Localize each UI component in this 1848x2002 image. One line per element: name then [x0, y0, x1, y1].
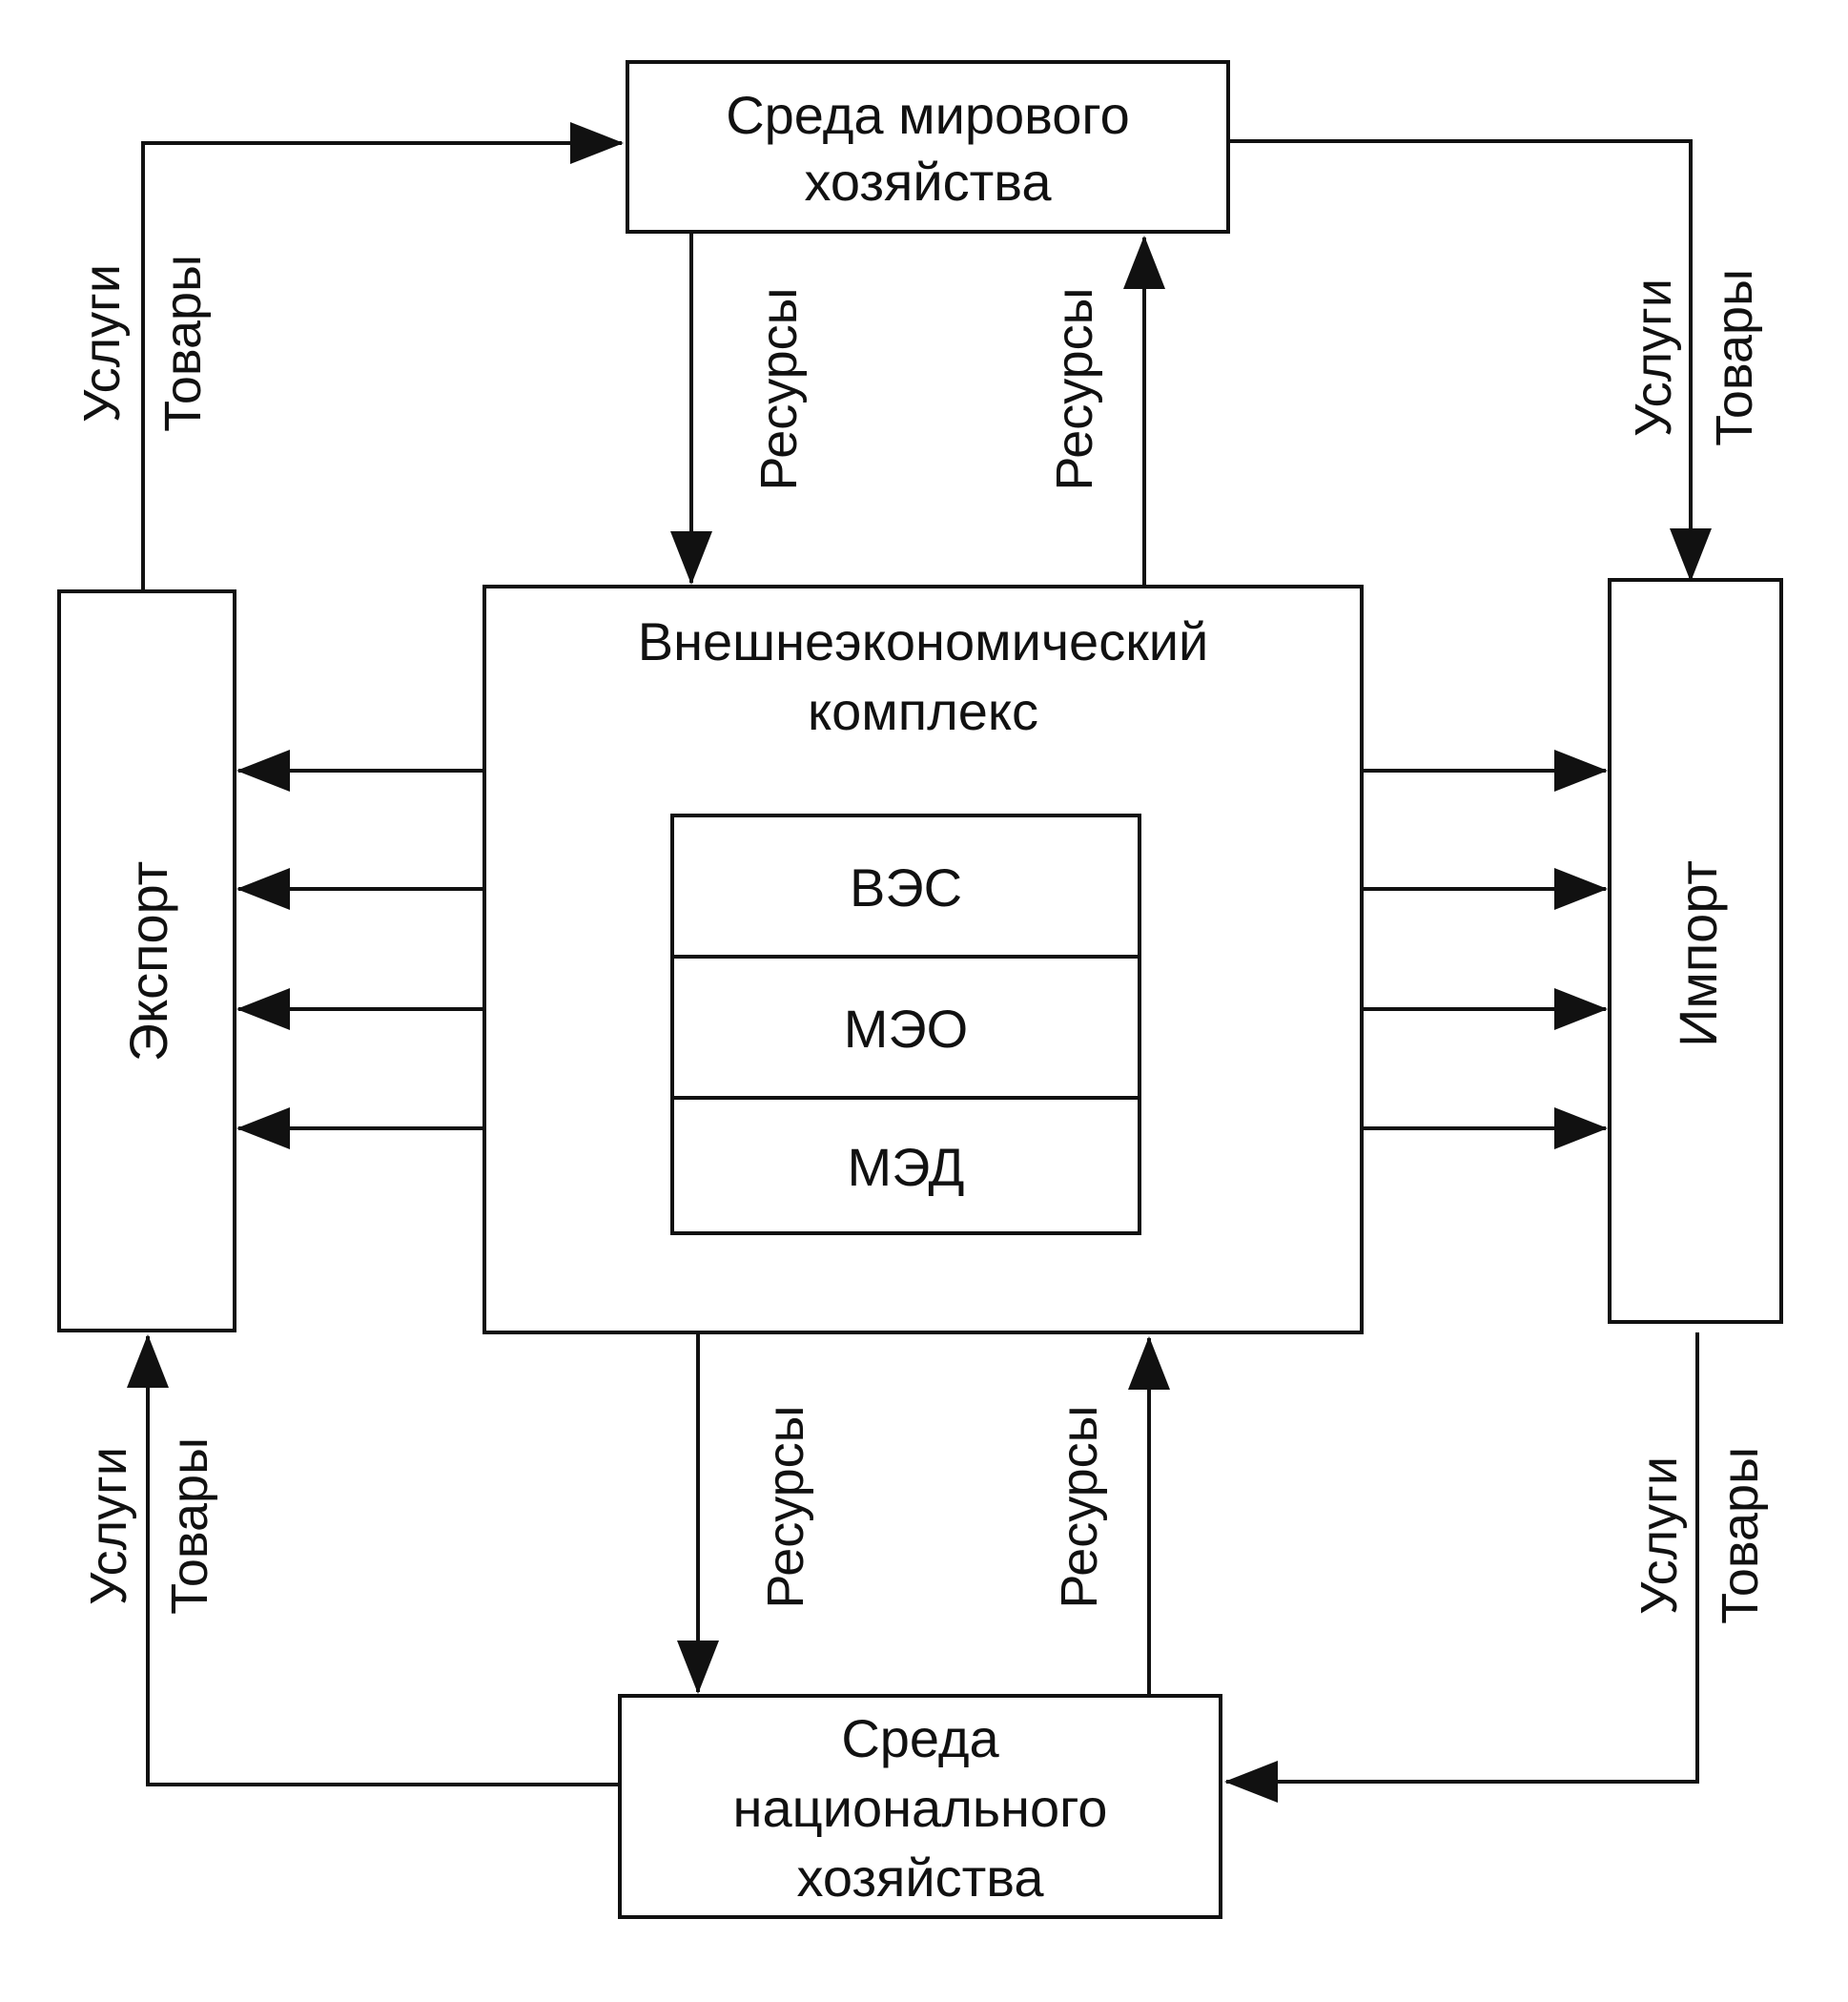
export-node: Экспорт [57, 589, 236, 1332]
edge-national-complex-resources-label: Ресурсы [1051, 1406, 1108, 1609]
edges-complex-to-export [236, 750, 484, 1149]
edge-export-world-services-label: Услуги [73, 264, 131, 423]
complex-item-med-label: МЭД [848, 1137, 965, 1197]
edge-national-to-export: Услуги Товары [80, 1334, 620, 1786]
complex-item-meo [670, 955, 1141, 1100]
world-economy-label-line1: Среда мирового [726, 85, 1130, 145]
complex-item-ves-label: ВЭС [850, 857, 962, 918]
complex-item-ves [670, 814, 1141, 959]
edge-import-to-national: Услуги Товары [1224, 1332, 1769, 1803]
world-economy-node: Среда мирового хозяйства [626, 60, 1230, 234]
import-label: Импорт [1668, 860, 1728, 1047]
national-economy-label-line1: Среда [841, 1708, 999, 1768]
edge-export-to-world: Услуги Товары [73, 122, 624, 591]
edges-complex-to-import [1362, 750, 1608, 1149]
edge-world-import-services-label: Услуги [1625, 279, 1682, 437]
import-node: Импорт [1608, 578, 1783, 1324]
edge-national-export-goods-label: Товары [161, 1437, 218, 1615]
complex-item-meo-label: МЭО [844, 999, 968, 1059]
edge-complex-to-national-resources: Ресурсы [677, 1332, 814, 1694]
edge-import-national-goods-label: Товары [1712, 1447, 1769, 1624]
edge-world-import-goods-label: Товары [1706, 269, 1763, 446]
edge-world-to-import: Услуги Товары [1228, 139, 1763, 582]
complex-label-line2: комплекс [808, 681, 1038, 741]
complex-label-line1: Внешнеэкономический [638, 611, 1209, 671]
edge-complex-national-resources-label: Ресурсы [757, 1406, 814, 1609]
edge-complex-world-resources-label: Ресурсы [1046, 288, 1103, 491]
edge-complex-to-world-resources: Ресурсы [1046, 236, 1165, 587]
national-economy-label-line3: хозяйства [796, 1847, 1044, 1908]
complex-items: ВЭС МЭО МЭД [670, 814, 1141, 1235]
national-economy-label-line2: национального [733, 1778, 1108, 1838]
edge-import-national-services-label: Услуги [1631, 1456, 1688, 1615]
edge-national-to-complex-resources: Ресурсы [1051, 1336, 1170, 1696]
edge-world-complex-resources-label: Ресурсы [750, 288, 808, 491]
export-label: Экспорт [118, 861, 178, 1062]
world-economy-label-line2: хозяйства [804, 152, 1052, 212]
edge-export-world-goods-label: Товары [154, 255, 212, 432]
national-economy-node: Среда национального хозяйства [618, 1694, 1222, 1919]
edge-national-export-services-label: Услуги [80, 1447, 137, 1605]
complex-item-med [670, 1096, 1141, 1235]
edge-world-to-complex-resources: Ресурсы [670, 232, 808, 585]
